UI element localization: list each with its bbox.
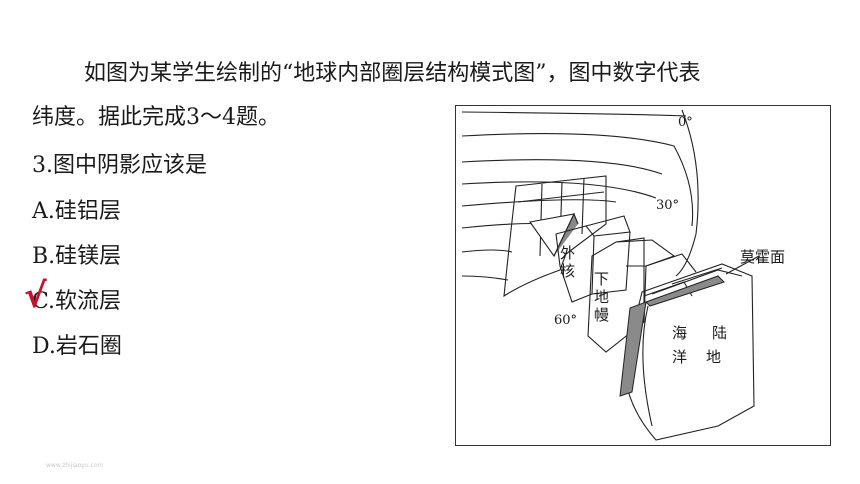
ocean-label-2: 洋 (672, 348, 687, 366)
moho-label: 莫霍面 (740, 248, 785, 266)
watermark: www.zhijiaoyu.com (46, 462, 104, 469)
layer-arc-4 (461, 181, 657, 199)
intro-line-1: 如图为某学生绘制的“地球内部圈层结构模式图”，图中数字代表 (84, 61, 701, 86)
layer-arc-8 (461, 275, 509, 281)
layer-arc-7 (461, 249, 513, 253)
sphere-edge (675, 109, 699, 277)
option-b[interactable]: B.硅镁层 (32, 244, 122, 269)
question-stem: 3.图中阴影应该是 (32, 153, 207, 178)
option-a[interactable]: A.硅铝层 (32, 199, 121, 224)
layer-arc-1 (461, 111, 687, 117)
intro-paragraph: 如图为某学生绘制的“地球内部圈层结构模式图”，图中数字代表 纬度。据此完成3～4… (32, 52, 832, 140)
lat-30-label: 30° (656, 198, 679, 213)
outer-core-label-2: 核 (560, 262, 575, 280)
layer-arc-3 (461, 159, 663, 175)
layer-arc-5 (461, 199, 617, 207)
lower-mantle-label-2: 地 (594, 288, 609, 306)
option-c[interactable]: C.软流层 (32, 289, 122, 314)
lower-mantle-label-1: 下 (594, 270, 609, 288)
land-label-1: 陆 (712, 324, 727, 342)
intro-line-2: 纬度。据此完成3～4题。 (32, 105, 280, 130)
shaded-layer (619, 301, 647, 397)
moho-leader (725, 255, 760, 275)
earth-structure-diagram: 0° 30° 60° 外 核 下 地 幔 莫霍面 海 洋 陆 地 (461, 109, 785, 441)
lower-mantle-label-3: 幔 (594, 306, 609, 324)
answer-check-icon: √ (24, 276, 47, 316)
lat-60-label: 60° (554, 313, 577, 328)
lat-0-label: 0° (678, 115, 693, 130)
outer-core-label-1: 外 (560, 244, 575, 262)
earth-structure-figure: 0° 30° 60° 外 核 下 地 幔 莫霍面 海 洋 陆 地 (455, 105, 831, 446)
crust-block-front (503, 175, 607, 298)
layer-arc-2 (461, 133, 694, 227)
ocean-label-1: 海 (672, 324, 687, 342)
option-d[interactable]: D.岩石圈 (32, 334, 122, 359)
land-label-2: 地 (706, 348, 721, 366)
